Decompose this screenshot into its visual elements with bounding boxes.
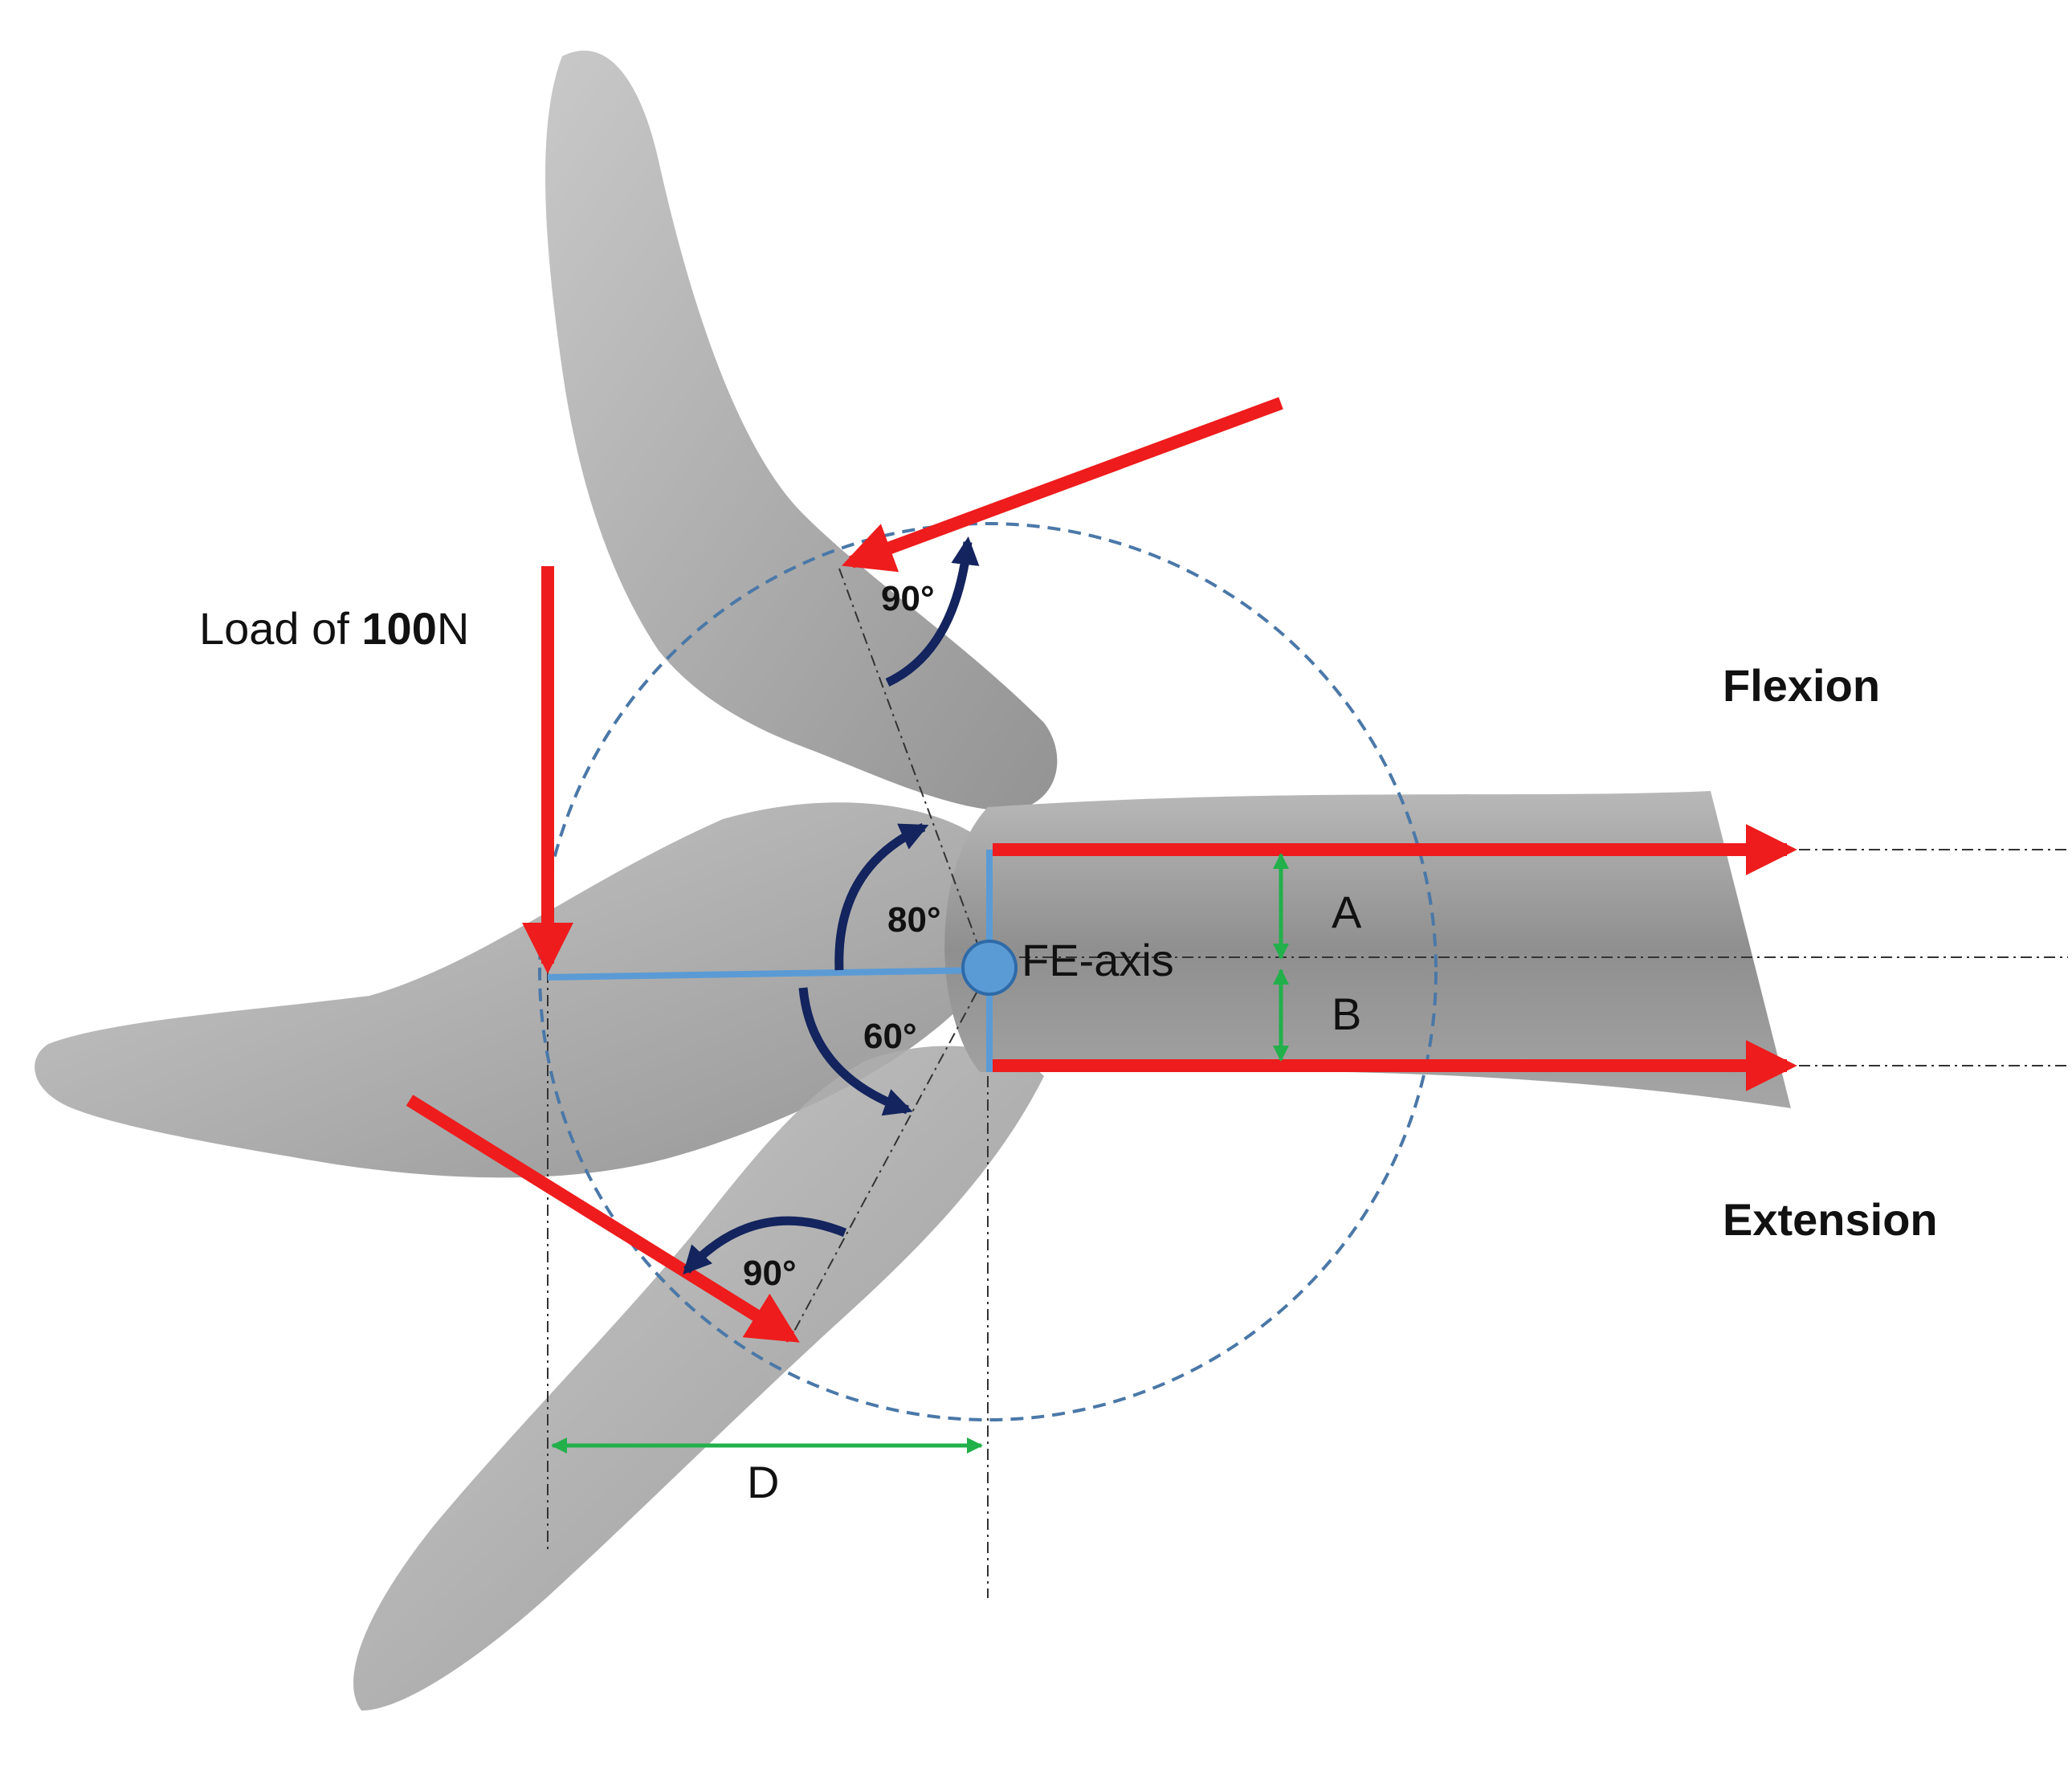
- extension-label: Extension: [1723, 1194, 1938, 1245]
- load-label-unit: N: [437, 603, 469, 654]
- angle-bottom-label: 90°: [743, 1254, 797, 1293]
- lever-arm-line: [547, 967, 989, 981]
- extension-load-arrow: [406, 1095, 800, 1343]
- load-label-value: 100: [361, 603, 436, 654]
- flexion-label: Flexion: [1723, 660, 1880, 711]
- rotation-arrow-bottom: [683, 1216, 847, 1275]
- hands-illustration: [35, 50, 1791, 1711]
- rotation-arrow-top: [885, 536, 980, 687]
- hand-extended-down: [353, 1046, 1044, 1711]
- dimension-b-label: B: [1332, 989, 1361, 1039]
- flexion-load-arrow: [841, 397, 1283, 573]
- angle-flexion-label: 80°: [887, 900, 941, 940]
- dimension-d-label: D: [747, 1457, 779, 1507]
- force-arrows: [406, 397, 1797, 1343]
- fe-axis-point: [961, 940, 1018, 996]
- rotation-arrow-flexion: [834, 822, 929, 971]
- fe-axis-label: FE-axis: [1022, 935, 1174, 985]
- forearm: [944, 791, 1791, 1108]
- angle-extension-label: 60°: [863, 1017, 917, 1056]
- hand-flexed-up: [545, 50, 1058, 812]
- angle-top-label: 90°: [881, 579, 935, 618]
- dimension-a-label: A: [1332, 887, 1362, 937]
- load-label: Load of 100N: [199, 603, 469, 654]
- guide-lines: [547, 568, 2068, 1598]
- guide-ray-top: [838, 568, 989, 973]
- dimension-arrows: [551, 853, 1289, 1454]
- hand-neutral: [35, 802, 1002, 1178]
- rotation-arrow-extension: [798, 987, 913, 1116]
- rotation-arrows: [683, 536, 980, 1275]
- load-label-prefix: Load of: [199, 603, 361, 654]
